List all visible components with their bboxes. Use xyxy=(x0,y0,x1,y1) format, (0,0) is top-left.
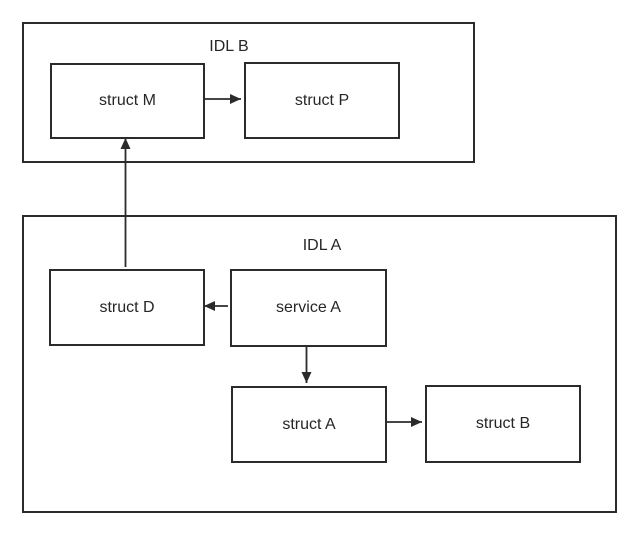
node-struct-m: struct M xyxy=(50,63,205,139)
node-struct-p: struct P xyxy=(244,62,400,139)
node-struct-b: struct B xyxy=(425,385,581,463)
node-struct-p-label: struct P xyxy=(294,91,350,109)
node-struct-a: struct A xyxy=(231,386,387,463)
node-service-a-label: service A xyxy=(276,299,341,316)
node-struct-a-label: struct A xyxy=(282,415,336,433)
group-idl-b: IDL B struct M struct P xyxy=(22,22,475,163)
group-idl-b-label: IDL B xyxy=(209,38,249,55)
group-idl-a-label: IDL A xyxy=(302,237,342,254)
group-idl-a: IDL A struct D service A struct A struct… xyxy=(22,215,617,513)
node-struct-b-label: struct B xyxy=(475,415,531,432)
node-service-a: service A xyxy=(230,269,387,347)
node-struct-d-label: struct D xyxy=(99,298,155,316)
node-struct-m-label: struct M xyxy=(99,92,156,109)
node-struct-d: struct D xyxy=(49,269,205,346)
